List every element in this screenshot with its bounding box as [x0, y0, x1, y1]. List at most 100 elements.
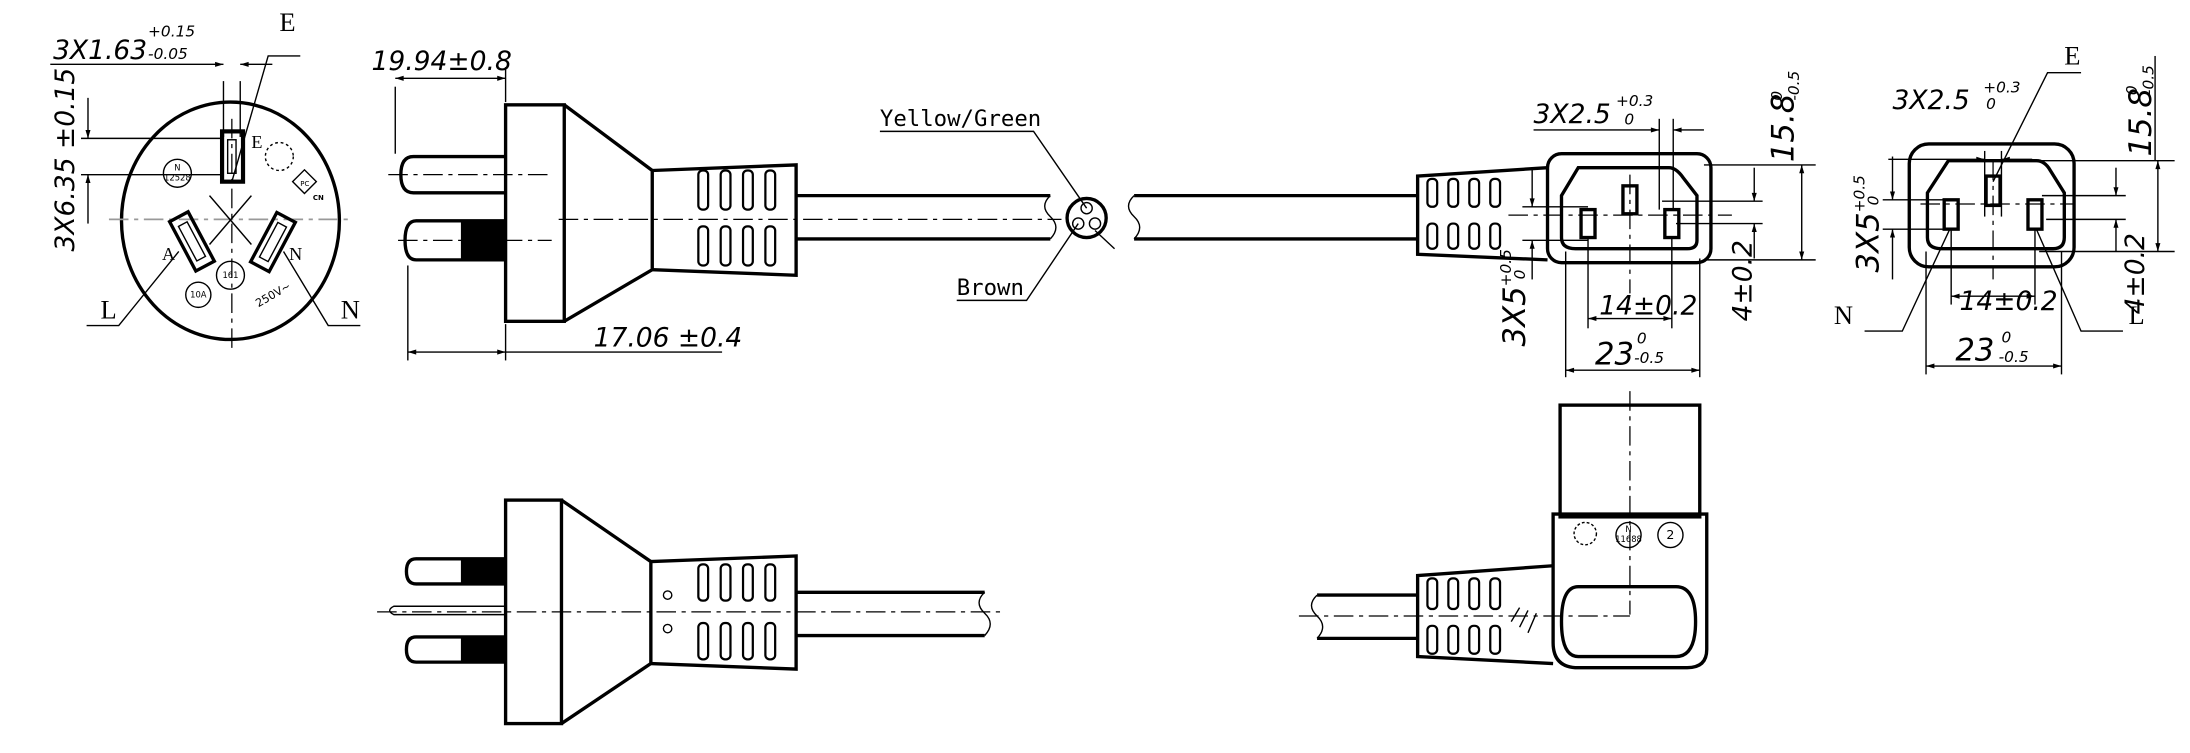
cable-cross-section: Yellow/Green Brown [880, 106, 1116, 302]
plug-face-outline [119, 100, 342, 342]
label-earth: E [279, 7, 295, 37]
front-dim-width: 23 [1955, 332, 1994, 368]
dim-pin-spacing: 3X6.35 ±0.15 [50, 68, 81, 252]
dim-contact-width-lower-tol: 0 [1624, 110, 1634, 128]
label-live: L [101, 295, 117, 325]
front-dim-offset: 4±0.2 [2120, 233, 2151, 314]
front-dim-contact-height-upper-tol: +0.5 [1851, 175, 1869, 212]
dim-width: 23 [1595, 337, 1634, 373]
front-dim-height-upper-tol: 0 [2123, 85, 2141, 95]
neutral-pin-slot [248, 210, 298, 274]
dim-pitch: 14±0.2 [1599, 290, 1697, 321]
strain-relief-rib [1447, 177, 1460, 208]
dim-height: 15.8 [1765, 94, 1801, 162]
dim-contact-height-lower-tol: 0 [1511, 270, 1529, 280]
strain-relief-rib [719, 621, 732, 661]
cert-mark-label: N [174, 162, 180, 172]
connector-angled-view: N 11688 2 [1298, 391, 1709, 670]
front-dim-height-lower-tol: -0.5 [2140, 65, 2158, 95]
plug-face-view: N 12528 161 10A 250V~ PC CN E A N E L N … [50, 7, 361, 350]
live-conductor [1071, 217, 1085, 230]
front-dim-contact-height-lower-tol: 0 [1865, 196, 1883, 206]
strain-relief-rib [1426, 177, 1439, 208]
strain-relief-rib [1468, 624, 1481, 655]
connector-angled-body [1551, 512, 1709, 670]
neutral-conductor [1088, 217, 1102, 230]
dim-pin-width: 3X1.63 [53, 35, 147, 66]
dim-pin-length: 19.94±0.8 [372, 46, 512, 77]
label-wire-live: Brown [957, 275, 1024, 301]
dim-width-lower-tol: -0.5 [1634, 349, 1664, 367]
strain-relief-rib [764, 563, 777, 602]
earth-conductor [1080, 201, 1093, 215]
dim-contact-height-upper-tol: +0.5 [1497, 249, 1515, 286]
slot-label-e: E [251, 132, 262, 152]
label-wire-earth: Yellow/Green [880, 106, 1041, 132]
cert-seal-icon-2 [1573, 521, 1598, 546]
front-label-earth: E [2064, 40, 2080, 70]
dim-contact-width-upper-tol: +0.3 [1616, 92, 1653, 110]
strain-relief-rib [741, 621, 754, 661]
front-dim-height: 15.8 [2123, 88, 2159, 156]
front-dim-pitch: 14±0.2 [1960, 286, 2058, 317]
strain-relief-rib [764, 225, 777, 267]
strain-relief-rib [1447, 222, 1460, 250]
angled-rating-mark: 2 [1666, 527, 1674, 542]
dim-pin-width-upper-tol: +0.15 [148, 22, 195, 40]
strain-relief-rib [1489, 577, 1502, 611]
angled-cert-number: 11688 [1615, 534, 1642, 544]
earth-pin-slot [219, 129, 246, 184]
strain-relief-rib [697, 169, 710, 211]
strain-relief-rib [1426, 577, 1439, 611]
angled-cert-label: N [1625, 524, 1631, 534]
front-dim-width-upper-tol: 0 [2001, 328, 2011, 346]
cable-break [1044, 195, 1057, 240]
dim-insulated-length: 17.06 ±0.4 [594, 322, 743, 353]
dim-height-upper-tol: 0 [1768, 91, 1786, 101]
strain-relief-rib [1468, 222, 1481, 250]
front-label-live: L [2129, 300, 2145, 330]
pc-mark-icon [291, 168, 318, 195]
cert-seal-icon [264, 141, 295, 172]
strain-relief-rib [719, 169, 732, 211]
current-rating: 10A [190, 290, 207, 300]
connector-front-view: E N L 14±0.2 23 0 -0.5 3X2.5 +0.3 0 15.8… [1834, 40, 2175, 375]
strain-relief-rib [764, 621, 777, 661]
dim-pin-width-lower-tol: -0.05 [148, 45, 188, 63]
front-dim-contact-height: 3X5 [1851, 212, 1887, 272]
label-neutral: N [341, 295, 360, 325]
plug-body [503, 103, 566, 324]
strain-relief-rib [697, 621, 710, 661]
cert-mark-circle [162, 158, 193, 188]
strain-relief-rib [1447, 624, 1460, 655]
strain-relief-rib [1489, 624, 1502, 655]
front-dim-contact-width-upper-tol: +0.3 [1983, 78, 2020, 96]
strain-relief-rib [1426, 222, 1439, 250]
earth-pin-top [388, 605, 506, 616]
pc-mark-text: PC [300, 180, 309, 188]
dim-width-upper-tol: 0 [1637, 330, 1647, 348]
plug-strain-relief [652, 163, 798, 277]
connector-front-outline [1907, 142, 2076, 269]
strain-relief-rib [1468, 177, 1481, 208]
dim-contact-height: 3X5 [1497, 286, 1533, 346]
cn-mark-text: CN [313, 194, 324, 202]
strain-relief-rib [1426, 624, 1439, 655]
strain-relief-rib [1468, 577, 1481, 611]
connector-strain-relief [1415, 166, 1548, 262]
dim-contact-width: 3X2.5 [1534, 99, 1611, 130]
front-dim-contact-width: 3X2.5 [1893, 85, 1970, 116]
ccc-mark: 161 [222, 270, 238, 280]
front-dim-width-lower-tol: -0.5 [1999, 348, 2029, 366]
strain-relief-rib [697, 225, 710, 267]
front-live-contact [2026, 198, 2044, 231]
dim-height-lower-tol: -0.5 [1785, 71, 1803, 101]
slot-label-n: N [289, 244, 302, 264]
plug-top-view [377, 498, 1006, 726]
strain-relief-rib [741, 169, 754, 211]
strain-relief-rib [719, 563, 732, 602]
connector-side-view: 14±0.2 23 0 -0.5 3X2.5 +0.3 0 15.8 0 -0.… [1127, 71, 1816, 378]
strain-relief-rib [741, 225, 754, 267]
strain-relief-rib [719, 225, 732, 267]
